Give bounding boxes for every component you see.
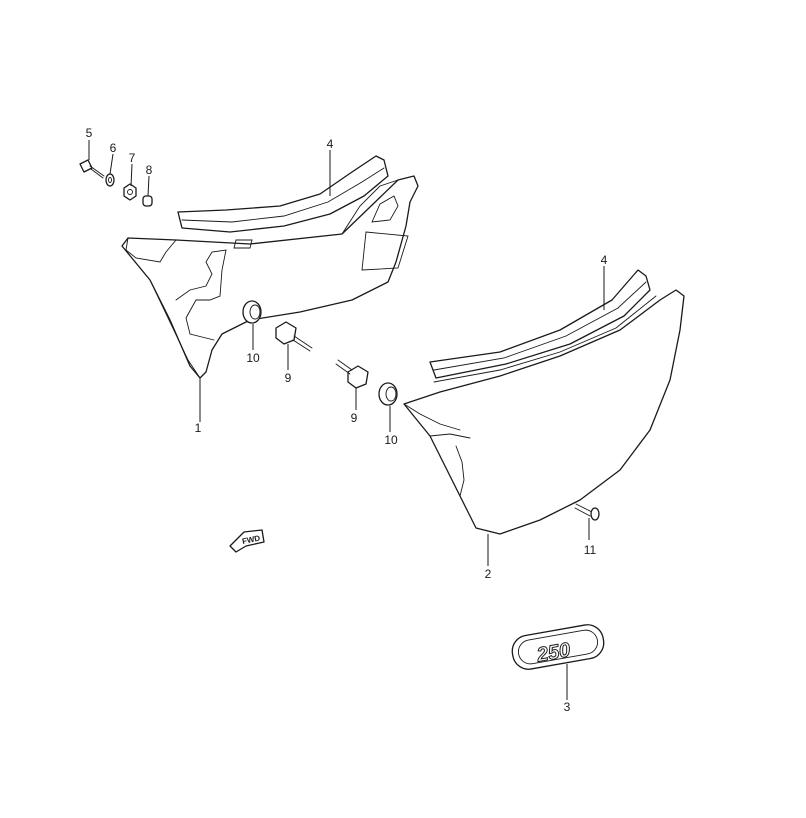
frame-cover-right [403,289,685,535]
stud-9-left [275,321,313,352]
callout-10-left: 10 [246,351,260,365]
collar-8 [142,195,153,207]
trim-strip-right [429,269,651,379]
callout-10-right: 10 [384,433,398,447]
callout-3: 3 [564,700,571,714]
callout-7: 7 [129,151,136,165]
frame-cover-left [121,175,419,379]
callout-9-left: 9 [285,371,292,385]
callout-2: 2 [485,567,492,581]
leader-lines [88,140,605,700]
cushion-10-right [378,382,398,406]
bolt-5 [79,159,105,179]
callout-4-upper: 4 [327,137,334,151]
stud-9-right [335,359,369,389]
callout-5: 5 [86,126,93,140]
fwd-arrow-icon: FWD [229,529,265,553]
screw-11 [574,503,600,521]
callout-9-right: 9 [351,411,358,425]
callout-8: 8 [146,163,153,177]
callout-11: 11 [584,543,597,557]
nut-7 [123,183,137,201]
washer-6 [105,173,115,187]
trim-strip-left [177,155,389,233]
callout-4-lower: 4 [601,253,608,267]
callout-6: 6 [110,141,117,155]
callout-1: 1 [195,421,202,435]
callout-labels: 5 6 7 8 4 4 1 10 9 9 10 11 2 3 [86,126,608,714]
fwd-label: FWD [241,534,261,547]
cushion-10-left [242,300,262,324]
emblem-250: 250 [511,624,605,670]
